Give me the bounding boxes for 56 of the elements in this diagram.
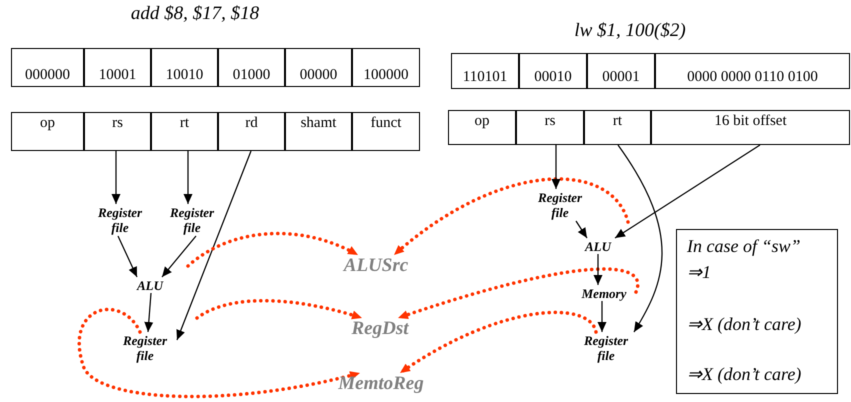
field-name-cell: rd (218, 112, 285, 151)
control-signal-label: RegDst (345, 318, 415, 340)
unit-label: Register file (574, 332, 638, 364)
bit-value-cell: 10010 (151, 48, 218, 87)
unit-label: Register file (88, 204, 152, 236)
arrow (176, 150, 252, 340)
dotted-arrow (396, 267, 640, 320)
note-box (676, 229, 838, 394)
field-name-cell: rt (584, 110, 651, 145)
arrow (598, 301, 606, 332)
note-text: ⇒X (don’t care) (687, 313, 802, 335)
unit-label: Memory (572, 285, 636, 301)
arrow (552, 145, 560, 189)
instruction-heading: add $8, $17, $18 (130, 3, 260, 25)
bit-value-cell: 000000 (11, 48, 84, 87)
bit-value-cell: 0000 0000 0110 0100 (655, 53, 850, 89)
arrow (594, 254, 602, 285)
bit-value-cell: 00001 (587, 53, 655, 89)
unit-label: ALU (132, 277, 168, 293)
unit-label: Register file (528, 189, 592, 221)
field-name-cell: op (11, 112, 84, 151)
unit-label: ALU (580, 238, 616, 254)
field-name-cell: rt (151, 112, 218, 151)
field-name-cell: rs (516, 110, 584, 145)
arrow (618, 144, 663, 332)
field-name-cell: 16 bit offset (651, 110, 850, 145)
bit-value-cell: 00010 (519, 53, 587, 89)
arrow (184, 151, 192, 204)
note-text: ⇒1 (687, 261, 711, 283)
dotted-arrow (186, 232, 360, 268)
control-signal-label: MemtoReg (330, 373, 432, 395)
arrow (144, 292, 154, 332)
dotted-arrow (78, 308, 362, 398)
note-text: In case of “sw” (687, 236, 801, 257)
dotted-arrow (195, 299, 364, 320)
arrow (112, 151, 120, 204)
unit-label: Register file (160, 204, 224, 236)
field-name-cell: funct (352, 112, 420, 151)
dotted-arrow (392, 177, 630, 257)
control-signal-label: ALUSrc (336, 255, 416, 277)
bit-value-cell: 00000 (285, 48, 352, 87)
note-text: ⇒X (don’t care) (687, 363, 802, 385)
bit-value-cell: 10001 (84, 48, 151, 87)
dotted-arrow (398, 310, 598, 375)
arrow (117, 236, 138, 278)
arrow (614, 144, 760, 238)
unit-label: Register file (113, 332, 177, 364)
field-name-cell: shamt (285, 112, 352, 151)
bit-value-cell: 100000 (352, 48, 420, 87)
bit-value-cell: 01000 (218, 48, 285, 87)
arrow (162, 236, 196, 278)
bit-value-cell: 110101 (451, 53, 519, 89)
field-name-cell: rs (84, 112, 151, 151)
arrow (576, 220, 588, 238)
field-name-cell: op (448, 110, 516, 145)
instruction-heading: lw $1, 100($2) (574, 20, 686, 42)
